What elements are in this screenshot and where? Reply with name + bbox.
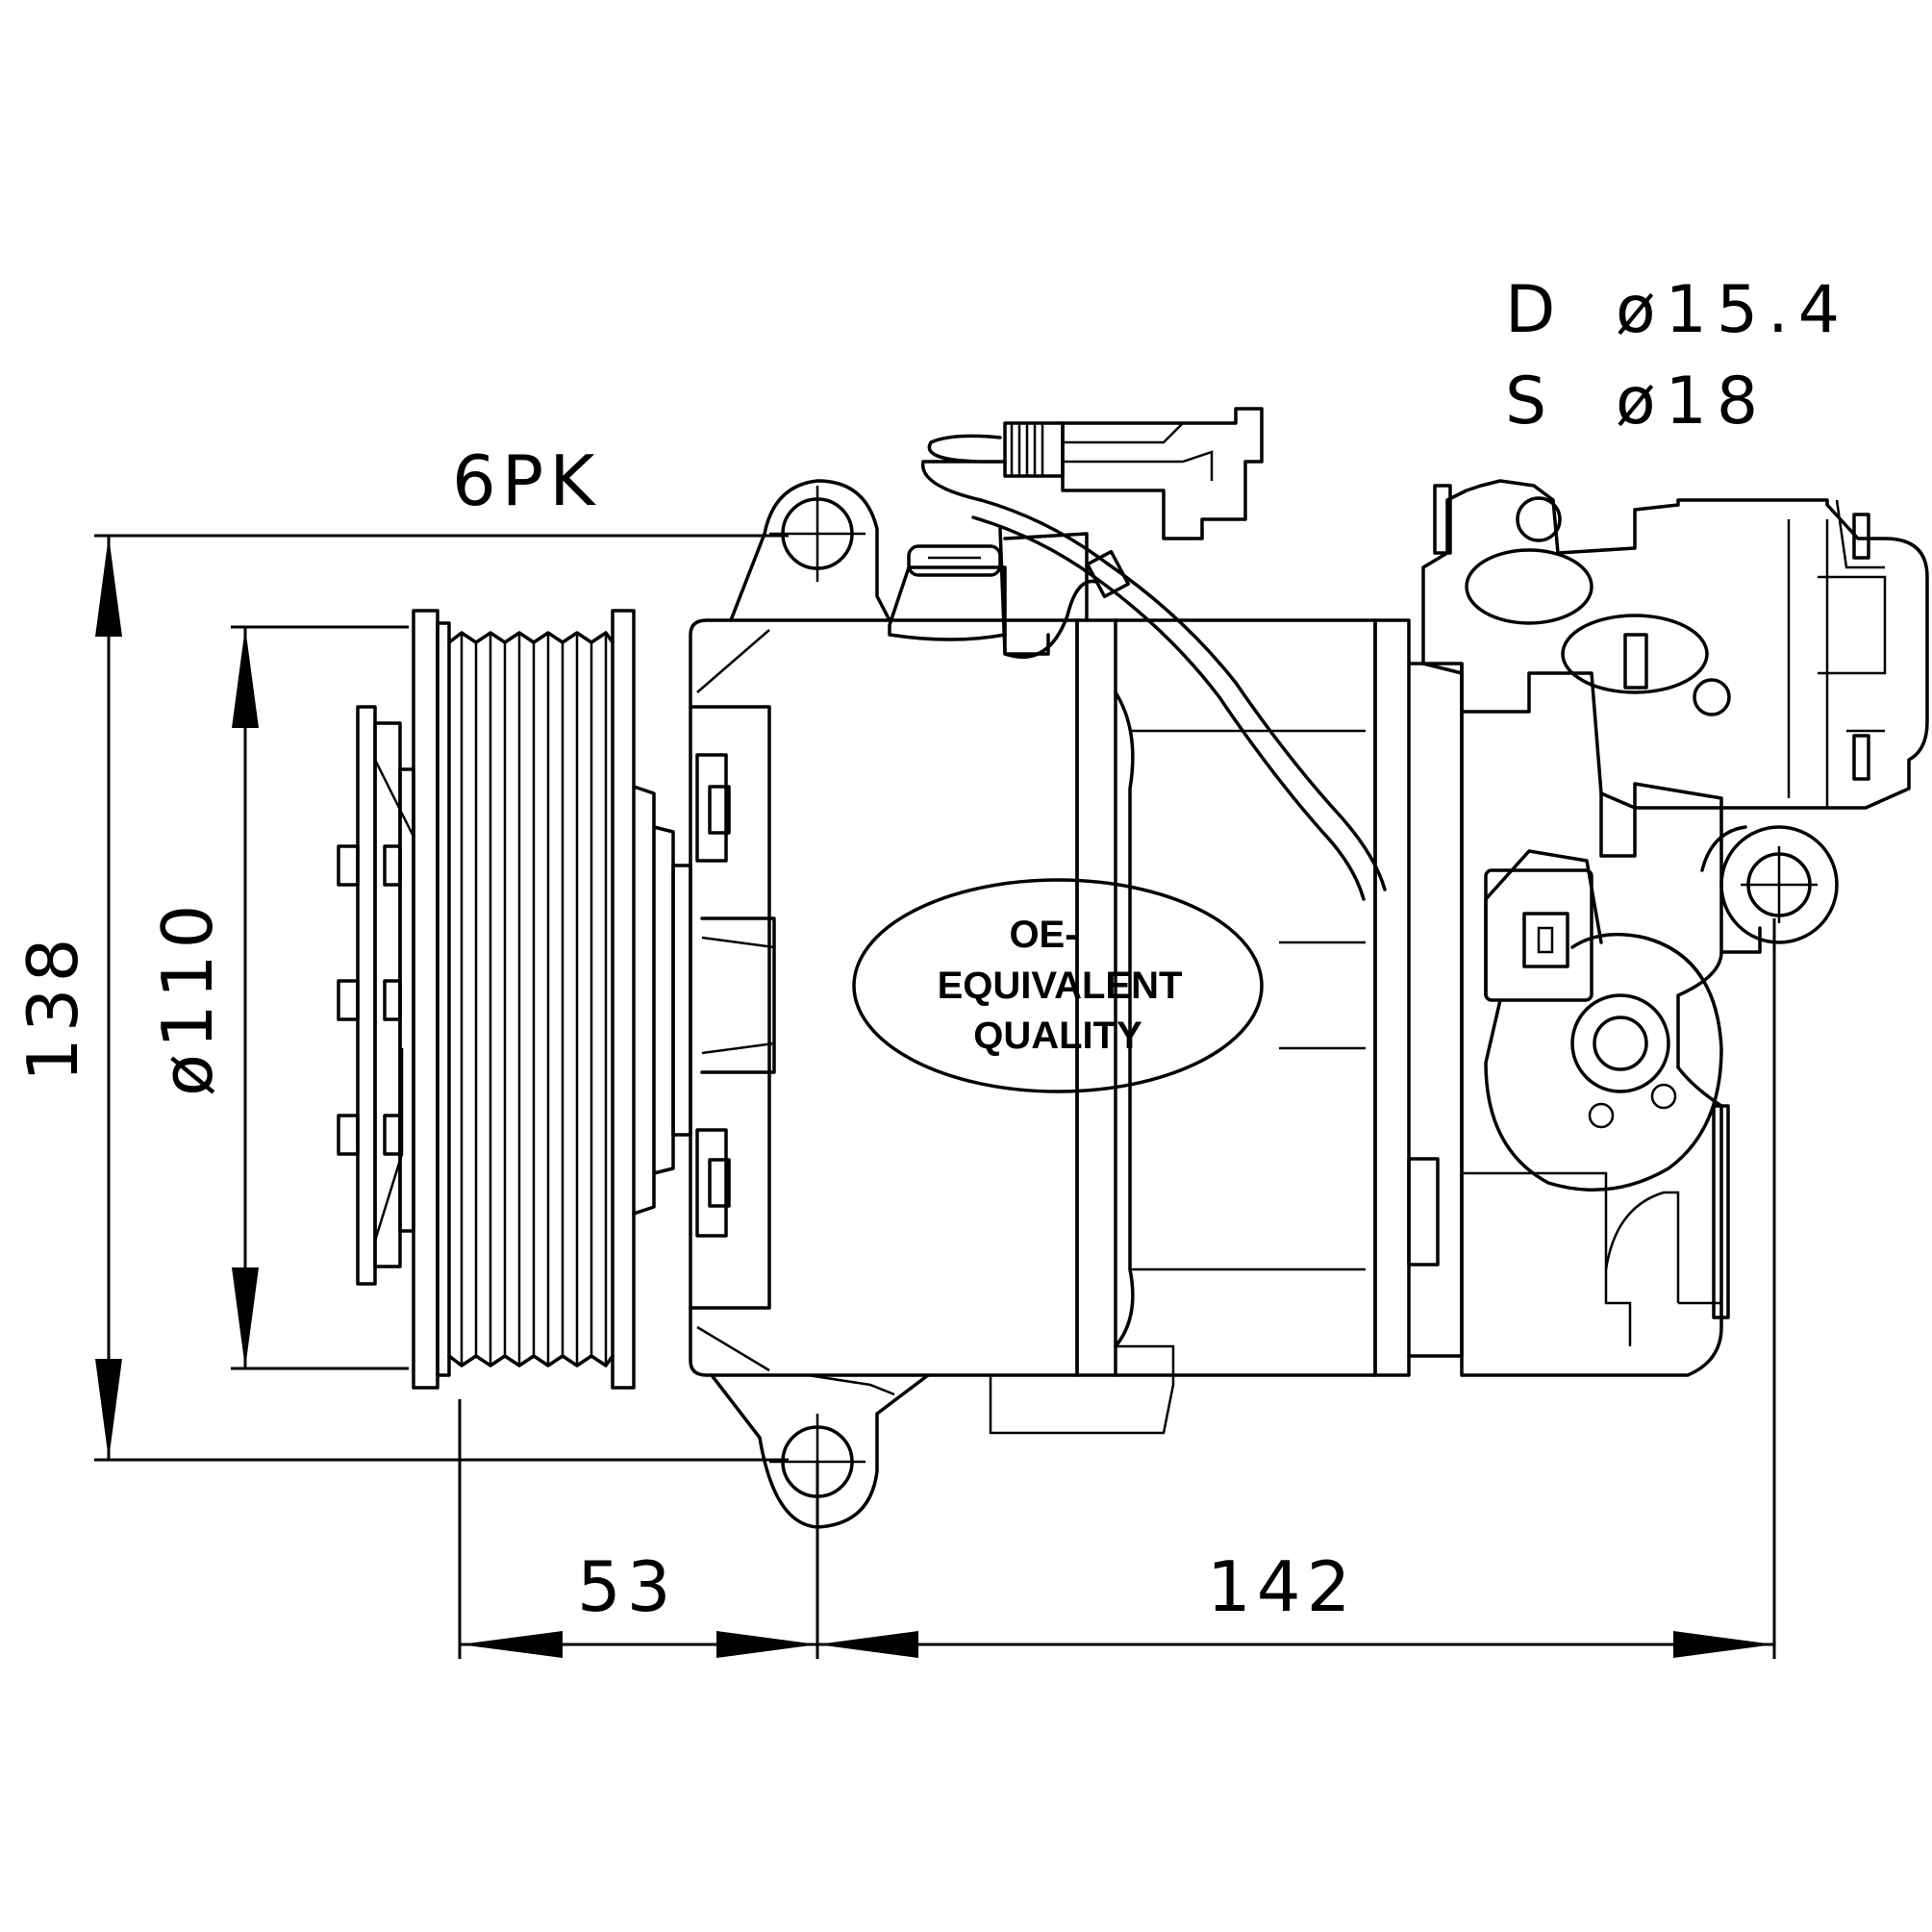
rear-head — [1460, 662, 1839, 1377]
cylinder-body — [989, 532, 1464, 1435]
wire-harness — [920, 407, 1387, 901]
badge-line-2: EQUIVALENT — [938, 965, 1183, 1007]
clutch-plate — [337, 705, 415, 1286]
control-valve — [1484, 849, 1723, 1192]
discharge-size: ø15.4 — [1616, 272, 1849, 348]
height-dimension: 138 — [13, 534, 789, 1462]
pulley — [412, 609, 692, 1390]
port-manifold — [1421, 479, 1929, 810]
fill-plug — [888, 544, 1007, 641]
height-value: 138 — [13, 933, 93, 1082]
pulley-offset-value: 53 — [577, 1546, 677, 1627]
upper-mount-ear — [729, 479, 891, 622]
pulley-diameter-dimension: ø110 — [147, 625, 409, 1370]
badge-line-3: QUALITY — [973, 1015, 1142, 1057]
pulley-diameter-value: ø110 — [147, 899, 228, 1096]
suction-size: ø18 — [1616, 364, 1768, 439]
belt-profile-label: 6PK — [452, 440, 600, 521]
lower-mount-ear — [710, 1373, 930, 1529]
discharge-code: D — [1505, 272, 1565, 348]
quality-badge: OE- EQUIVALENT QUALITY — [852, 878, 1264, 1093]
mount-spacing-value: 142 — [1207, 1546, 1356, 1627]
badge-line-1: OE- — [1009, 914, 1077, 956]
suction-code: S — [1505, 364, 1556, 439]
length-dimensions: 53 142 — [458, 918, 1776, 1659]
port-spec: D ø15.4 S ø18 — [1505, 272, 1849, 439]
